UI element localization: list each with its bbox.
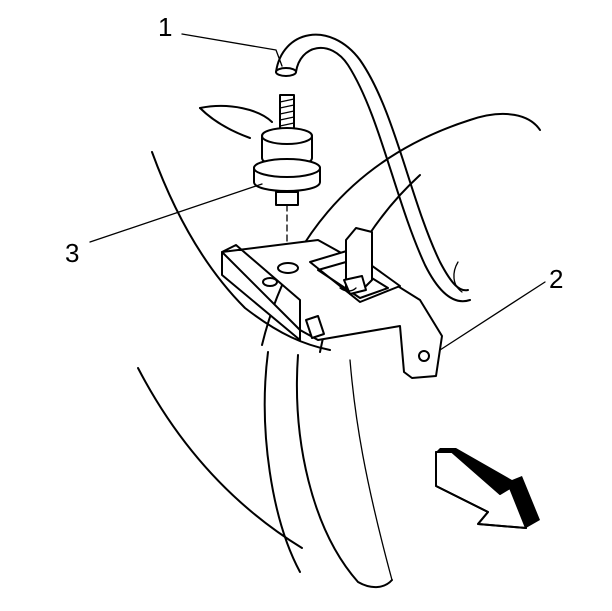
body-panel	[137, 151, 331, 549]
fender-outline	[199, 104, 273, 139]
direction-arrow-icon	[435, 448, 540, 529]
callout-3: 3	[65, 238, 80, 268]
leader-lines	[89, 33, 546, 351]
vacuum-hose	[275, 33, 471, 303]
callout-1: 1	[158, 12, 173, 42]
sensor-valve	[253, 94, 321, 263]
mounting-bracket	[221, 227, 443, 379]
callout-2: 2	[549, 264, 564, 294]
